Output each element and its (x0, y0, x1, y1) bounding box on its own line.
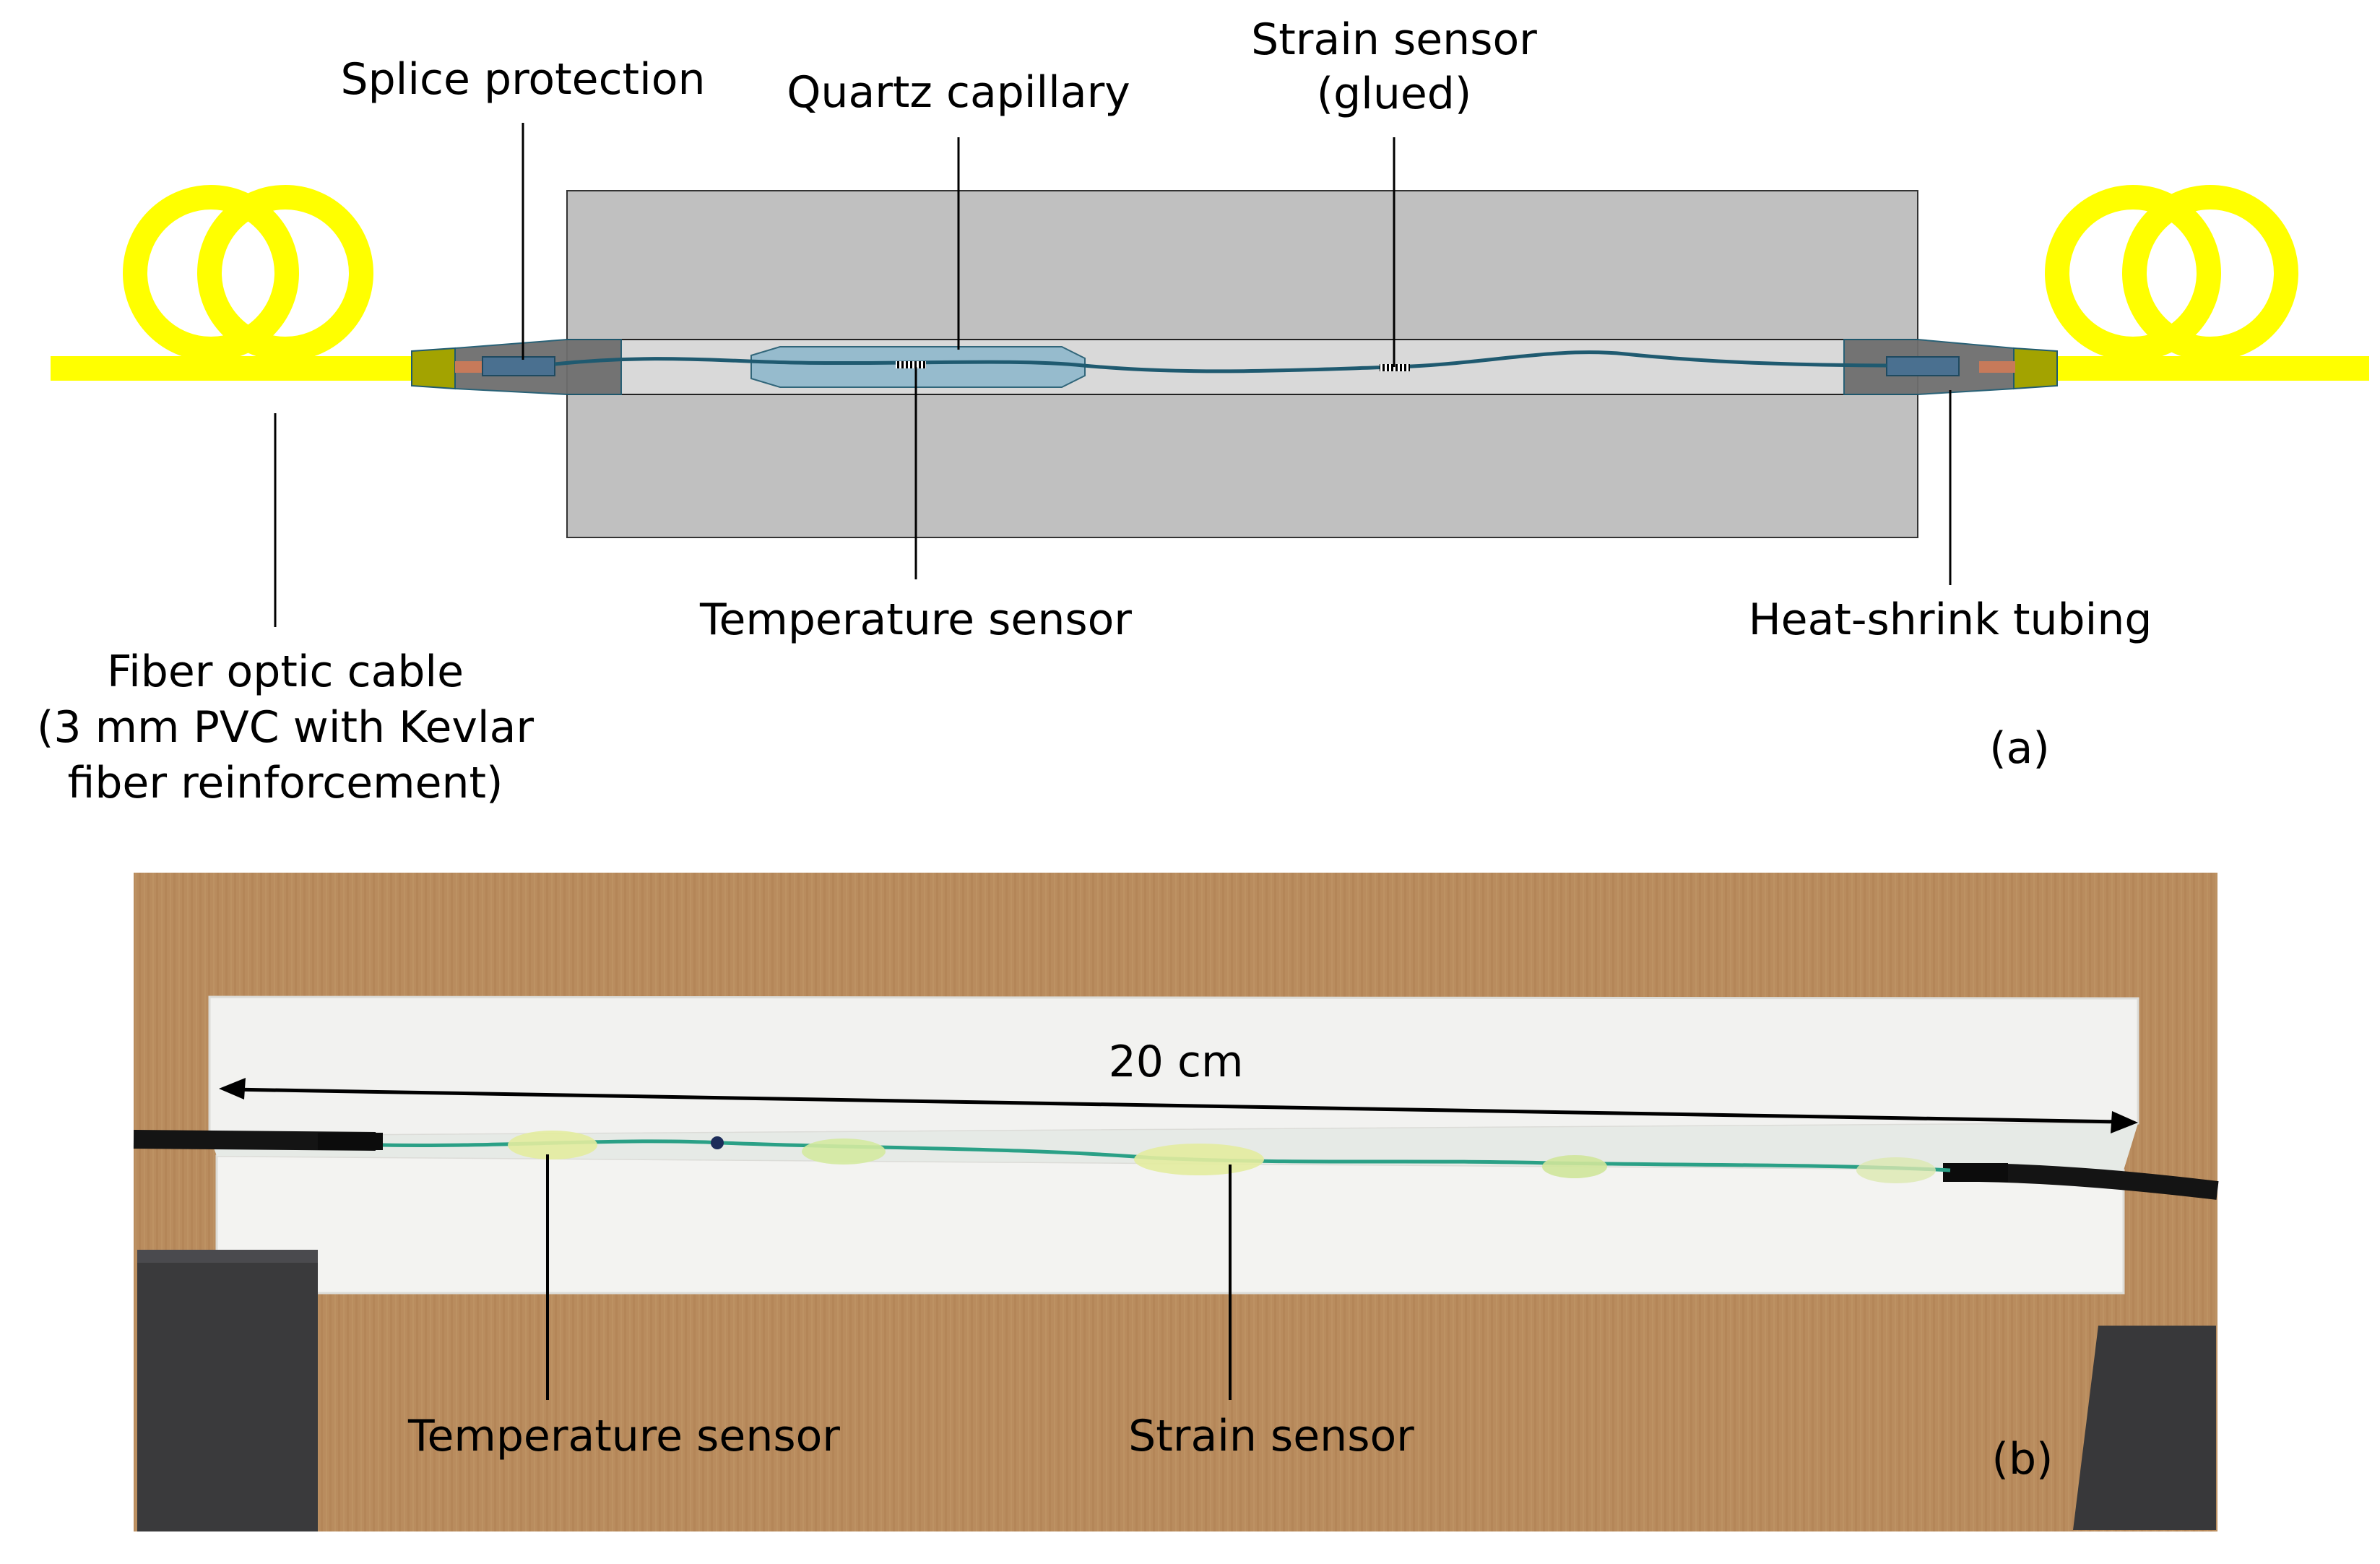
panel-a-diagram: Splice protection Quartz capillary Strai… (37, 14, 2369, 808)
fiber-cable-left (51, 185, 412, 381)
temperature-sensor-grating (896, 361, 926, 368)
clamp-right (2073, 1326, 2216, 1530)
cable-right-black (1978, 1163, 2219, 1200)
cable-coil-right-2 (2122, 185, 2298, 361)
glue-spot-3 (1134, 1144, 1264, 1175)
arrow-head-left (219, 1078, 246, 1099)
heat-shrink-left (411, 339, 622, 395)
clamp-left (137, 1250, 318, 1531)
label-strain-sensor-line1: Strain sensor (1251, 14, 1537, 65)
panel-letter-a: (a) (1989, 723, 2050, 774)
label-dimension: 20 cm (1109, 1037, 1244, 1087)
label-quartz-capillary: Quartz capillary (787, 67, 1130, 118)
label-splice-protection: Splice protection (341, 54, 706, 105)
splice-protection-right (1886, 356, 1960, 376)
fiber-cable-right (2045, 185, 2369, 381)
label-fiber-cable-line3: fiber reinforcement) (68, 758, 503, 808)
label-fiber-cable-line2: (3 mm PVC with Kevlar (37, 702, 534, 753)
strain-sensor-grating (1380, 364, 1410, 371)
glue-spot-5 (1856, 1157, 1936, 1183)
arrow-head-right (2111, 1111, 2138, 1133)
cable-coil-right-1 (2045, 185, 2221, 361)
label-heat-shrink-tubing: Heat-shrink tubing (1749, 595, 2152, 645)
label-temperature-sensor-b: Temperature sensor (407, 1411, 840, 1461)
heat-shrink-right (1843, 339, 2058, 395)
bottom-plate (215, 1154, 2125, 1295)
label-temperature-sensor-a: Temperature sensor (699, 595, 1132, 645)
cable-coil-left-2 (197, 185, 373, 361)
ink-mark (711, 1136, 724, 1149)
label-strain-sensor-line2: (glued) (1317, 69, 1472, 119)
panel-b-photo: 20 cm Temperature sensor Strain sensor (… (133, 873, 2219, 1531)
glue-spot-2 (802, 1139, 886, 1165)
optical-fiber (554, 350, 1887, 373)
label-fiber-cable-line1: Fiber optic cable (107, 647, 464, 697)
glue-spot-1 (508, 1131, 597, 1159)
dimension-arrow (230, 1087, 2124, 1124)
panel-letter-b: (b) (1992, 1434, 2054, 1485)
splice-protection-left (482, 356, 555, 376)
glue-spot-4 (1542, 1155, 1607, 1178)
cable-coil-left-1 (123, 185, 299, 361)
label-strain-sensor-b: Strain sensor (1128, 1411, 1414, 1461)
